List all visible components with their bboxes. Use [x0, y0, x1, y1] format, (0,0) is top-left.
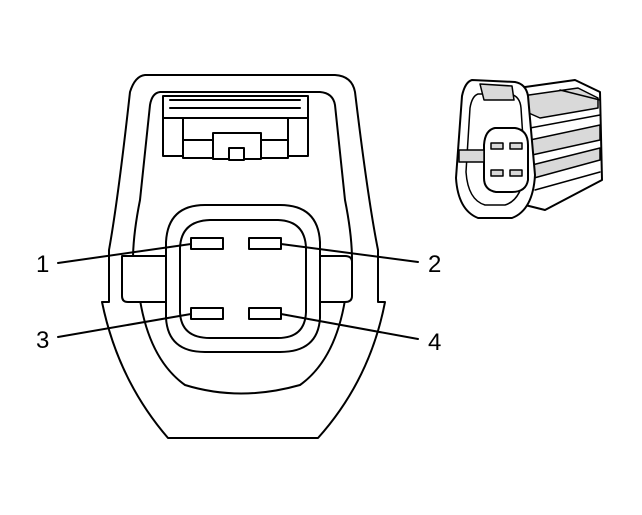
connector-isometric-thumbnail [455, 79, 603, 219]
pin-cavity-inner [179, 219, 307, 339]
terminal-2 [248, 237, 282, 250]
pin-label-3: 3 [36, 327, 49, 354]
locking-latch [162, 95, 309, 161]
pin-label-1: 1 [36, 251, 49, 278]
pin-label-4: 4 [428, 329, 441, 356]
terminal-3 [190, 307, 224, 320]
terminal-1 [190, 237, 224, 250]
connector-inner-contour [132, 91, 353, 395]
leader-line-1 [57, 243, 192, 264]
right-key-tab [318, 255, 353, 303]
left-key-tab [121, 255, 168, 303]
connector-face-view [57, 74, 419, 439]
leader-line-2 [280, 243, 419, 263]
pin-label-2: 2 [428, 251, 441, 278]
leader-line-4 [280, 313, 419, 340]
leader-line-3 [57, 313, 192, 338]
terminal-4 [248, 307, 282, 320]
